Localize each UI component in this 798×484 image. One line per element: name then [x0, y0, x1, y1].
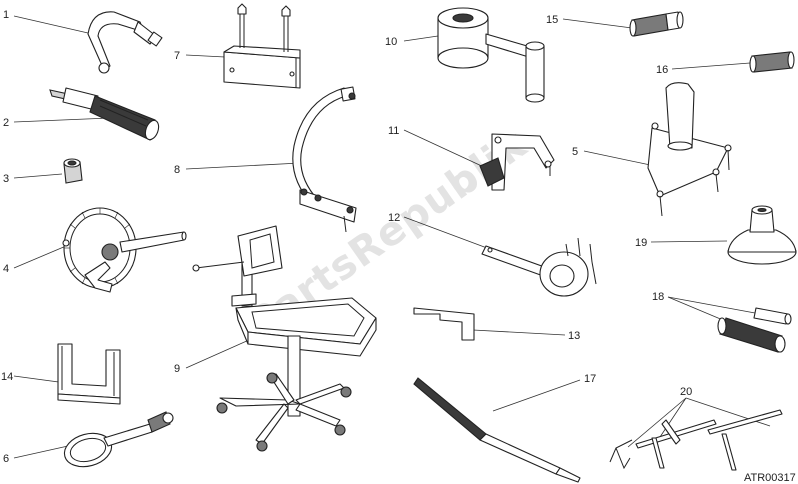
label-3: 3	[3, 173, 9, 185]
label-19: 19	[635, 237, 647, 249]
label-17: 17	[584, 373, 596, 385]
tool-16-sleeve	[749, 51, 795, 73]
callout-labels: 1 2 3 4 5 6 7 8 9 10 11 12 13 14 15 16 1…	[1, 9, 692, 465]
label-7: 7	[174, 50, 180, 62]
label-6: 6	[3, 453, 9, 465]
tool-18-drivers	[717, 307, 792, 353]
label-12: 12	[388, 212, 400, 224]
tool-5-plate-tool	[647, 82, 732, 217]
label-18: 18	[652, 291, 664, 303]
label-8: 8	[174, 164, 180, 176]
label-14: 14	[1, 371, 13, 383]
tool-7-pin-plate	[223, 3, 301, 89]
tool-13-flat-key	[413, 307, 475, 341]
label-20: 20	[680, 386, 692, 398]
label-1: 1	[3, 9, 9, 21]
label-15: 15	[546, 14, 558, 26]
tool-17-rod	[413, 377, 581, 483]
watermark-gear-icon	[452, 173, 472, 193]
leader-lines	[13, 15, 771, 459]
tool-1-hook	[87, 11, 163, 74]
label-11: 11	[388, 125, 399, 137]
tool-15-sleeve	[629, 11, 684, 37]
label-4: 4	[3, 263, 9, 275]
tool-9-engine-stand	[192, 225, 377, 452]
tool-3-bushing	[63, 158, 83, 184]
tool-14-fork	[57, 343, 121, 405]
tool-2-pin-driver	[49, 87, 160, 141]
tool-4-degree-wheel	[62, 207, 187, 293]
label-2: 2	[3, 117, 9, 129]
label-13: 13	[568, 330, 580, 342]
tool-10-crank-puller	[437, 7, 545, 103]
label-5: 5	[572, 146, 578, 158]
tool-6-strap-wrench	[63, 411, 174, 468]
tool-11-angle-bracket	[479, 133, 555, 191]
label-10: 10	[385, 36, 397, 48]
label-9: 9	[174, 363, 180, 375]
tool-8-arc-bracket	[292, 86, 357, 233]
label-16: 16	[656, 64, 668, 76]
reference-code: ATR00317	[744, 472, 796, 484]
tool-20-hook-keys	[609, 409, 783, 471]
tool-12-ring-holder	[481, 237, 597, 297]
tool-19-cup	[727, 205, 797, 265]
